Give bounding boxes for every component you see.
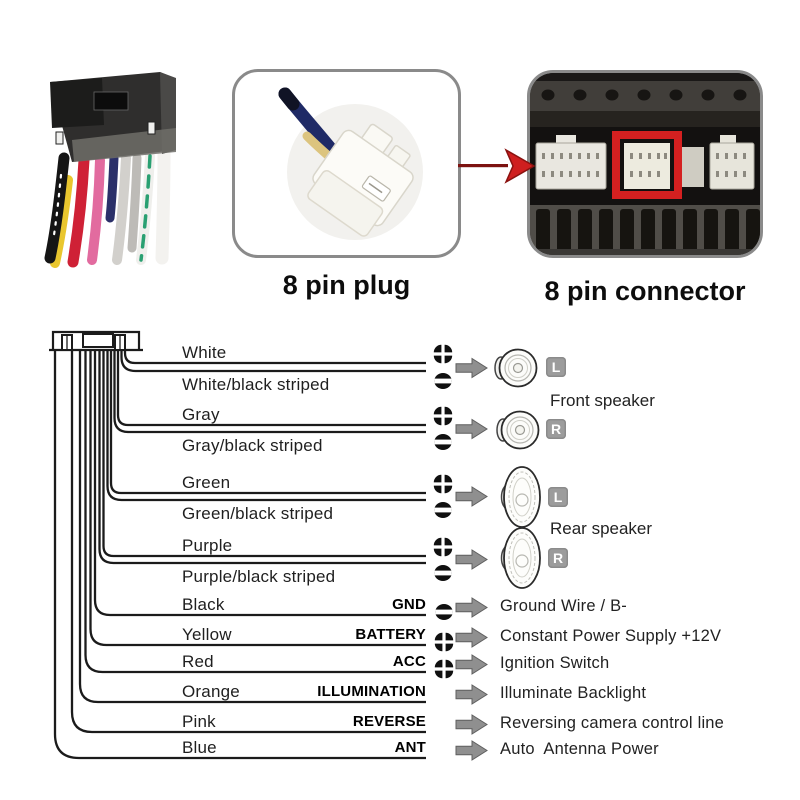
- plug-body: [307, 123, 414, 237]
- rear-speaker-label: Rear speaker: [550, 519, 653, 538]
- wire-color-label: Black: [182, 595, 225, 614]
- connector-photo-frame: [527, 70, 763, 258]
- plug-photo-drawing: [278, 87, 423, 240]
- flow-arrow-icon: [455, 627, 488, 648]
- channel-badge: R: [546, 419, 566, 439]
- wire-color-label: Gray/black striped: [182, 436, 323, 455]
- plug-caption: 8 pin plug: [282, 270, 411, 300]
- function-label: Auto Antenna Power: [500, 740, 659, 758]
- wire-color-label: White/black striped: [182, 375, 330, 394]
- flow-arrow-icon: [455, 684, 488, 705]
- flow-arrow-icon: [455, 654, 488, 675]
- connector-photo-drawing: [530, 73, 760, 255]
- wire-color-label: Gray: [182, 405, 220, 424]
- wire-color-label: Blue: [182, 738, 217, 757]
- harness-connector-body: [50, 72, 176, 162]
- minus-icon: [434, 565, 452, 581]
- speaker-icon-rear-left: [500, 466, 541, 528]
- front-speaker-label: Front speaker: [550, 391, 655, 410]
- plus-icon: [434, 632, 454, 652]
- wire-code-label: REVERSE: [352, 713, 426, 730]
- plus-icon: [433, 344, 453, 364]
- speaker-icon-rear-right: [500, 527, 541, 589]
- flow-arrow-icon: [455, 358, 488, 378]
- flow-arrow-icon: [455, 740, 488, 761]
- wire-bundle: [53, 350, 426, 760]
- function-label: Ground Wire / B-: [500, 597, 627, 615]
- minus-icon: [434, 502, 452, 518]
- flow-arrow-icon: [455, 714, 488, 735]
- wire-color-label: Green: [182, 473, 231, 492]
- channel-badge: L: [548, 487, 568, 507]
- flow-arrow-icon: [455, 549, 488, 570]
- minus-icon: [435, 604, 453, 620]
- pointer-arrow-icon: [458, 148, 536, 184]
- connector-caption: 8 pin connector: [544, 276, 746, 306]
- plus-icon: [433, 406, 453, 426]
- heatsink-fins: [536, 209, 760, 253]
- highlight-box: [612, 131, 682, 199]
- wire-code-label: GND: [392, 596, 426, 613]
- harness-photo-drawing: [44, 72, 176, 268]
- plug-photo-frame: [232, 69, 461, 258]
- socket-row: [535, 131, 755, 199]
- function-label: Reversing camera control line: [500, 714, 725, 732]
- speaker-icon-front-left: [494, 348, 538, 388]
- plus-icon: [434, 659, 454, 679]
- wire-color-label: Yellow: [182, 625, 232, 644]
- connector-pictogram: [49, 330, 143, 352]
- function-label: Constant Power Supply +12V: [500, 627, 722, 645]
- wire-color-label: White: [182, 343, 227, 362]
- vent-holes: [541, 89, 747, 101]
- wire-code-label: ILLUMINATION: [317, 683, 426, 700]
- wire-color-label: Green/black striped: [182, 504, 334, 523]
- speaker-icon-front-right: [496, 410, 540, 450]
- channel-badge: L: [546, 357, 566, 377]
- wire-color-label: Pink: [182, 712, 216, 731]
- plus-icon: [433, 537, 453, 557]
- flow-arrow-icon: [455, 486, 488, 507]
- harness-wires: [44, 147, 171, 268]
- function-label: Illuminate Backlight: [500, 684, 647, 702]
- harness-photo: [42, 70, 217, 270]
- wire-code-label: ANT: [394, 739, 426, 756]
- channel-badge: R: [548, 548, 568, 568]
- flow-arrow-icon: [455, 597, 488, 618]
- wire-code-label: BATTERY: [355, 626, 426, 643]
- wire-color-label: Orange: [182, 682, 240, 701]
- wire-color-label: Purple/black striped: [182, 567, 336, 586]
- wire-code-label: ACC: [392, 653, 426, 670]
- wire-color-label: Red: [182, 652, 214, 671]
- plus-icon: [433, 474, 453, 494]
- function-label: Ignition Switch: [500, 654, 610, 672]
- wire-color-label: Purple: [182, 536, 233, 555]
- minus-icon: [434, 373, 452, 389]
- flow-arrow-icon: [455, 419, 488, 439]
- minus-icon: [434, 434, 452, 450]
